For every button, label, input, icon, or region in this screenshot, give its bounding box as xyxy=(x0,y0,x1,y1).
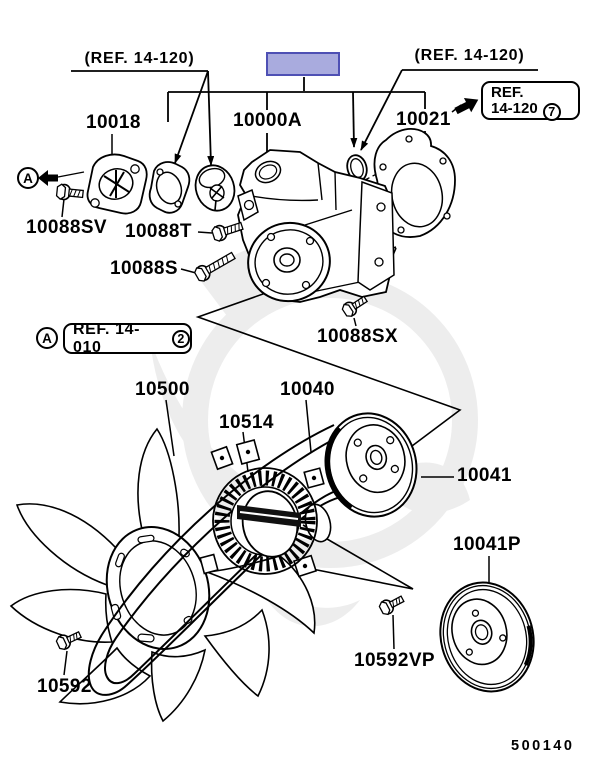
ref-box-14-010: REF. 14-010 2 xyxy=(63,320,192,356)
ref-top-left: (REF. 14-120) xyxy=(84,50,195,67)
circled-digit-2: 2 xyxy=(172,329,190,348)
ref-top-right: (REF. 14-120) xyxy=(414,47,525,64)
circled-digit-7: 7 xyxy=(542,103,561,121)
part-label-10592VP[interactable]: 10592VP xyxy=(354,650,435,671)
thermostat-drawing xyxy=(194,164,236,212)
part-label-10021[interactable]: 10021 xyxy=(396,109,451,130)
thermostat-gasket-drawing xyxy=(148,161,191,214)
arrow-ref-icon xyxy=(454,97,479,115)
leader-lines xyxy=(57,134,490,676)
pump-gasket-drawing xyxy=(373,128,456,238)
diagram-code: 500140 xyxy=(511,738,575,754)
ref-box-line1: REF. xyxy=(491,84,524,101)
part-label-10018[interactable]: 10018 xyxy=(86,112,141,133)
part-label-10088S[interactable]: 10088S xyxy=(110,258,178,279)
part-label-10000A[interactable]: 10000A xyxy=(233,110,302,131)
part-label-10514[interactable]: 10514 xyxy=(219,412,274,433)
part-label-10041[interactable]: 10041 xyxy=(457,465,512,486)
ref-a-text: REF. 14-010 xyxy=(73,320,141,356)
part-label-10041P[interactable]: 10041P xyxy=(453,534,521,555)
bolt-10088T-drawing xyxy=(211,221,244,242)
fan-clutch-drawing xyxy=(199,439,332,578)
bolt-10592VP-drawing xyxy=(378,595,405,616)
marker-a: A xyxy=(17,167,39,189)
part-label-10088SX[interactable]: 10088SX xyxy=(317,326,398,347)
bolt-10088SV-drawing xyxy=(55,183,84,201)
bolt-10592-drawing xyxy=(55,631,82,651)
part-label-10500[interactable]: 10500 xyxy=(135,379,190,400)
part-label-10088SV[interactable]: 10088SV xyxy=(26,217,107,238)
part-label-10088T[interactable]: 10088T xyxy=(125,221,192,242)
pulley-drawing-10041P xyxy=(439,581,535,693)
pulley-drawing-10041 xyxy=(324,412,418,518)
thermostat-housing-drawing xyxy=(86,153,148,215)
marker-a-badge: A xyxy=(36,327,58,349)
bolt-10088S-drawing xyxy=(193,251,236,282)
bolt-10088SX-drawing xyxy=(341,295,369,317)
arrow-left-icon xyxy=(38,170,58,186)
highlight-box[interactable] xyxy=(266,52,340,76)
part-label-10040[interactable]: 10040 xyxy=(280,379,335,400)
ref-box-line2: 14-120 xyxy=(491,100,538,117)
part-label-10592[interactable]: 10592 xyxy=(37,676,92,697)
water-pump-drawing xyxy=(237,149,395,303)
